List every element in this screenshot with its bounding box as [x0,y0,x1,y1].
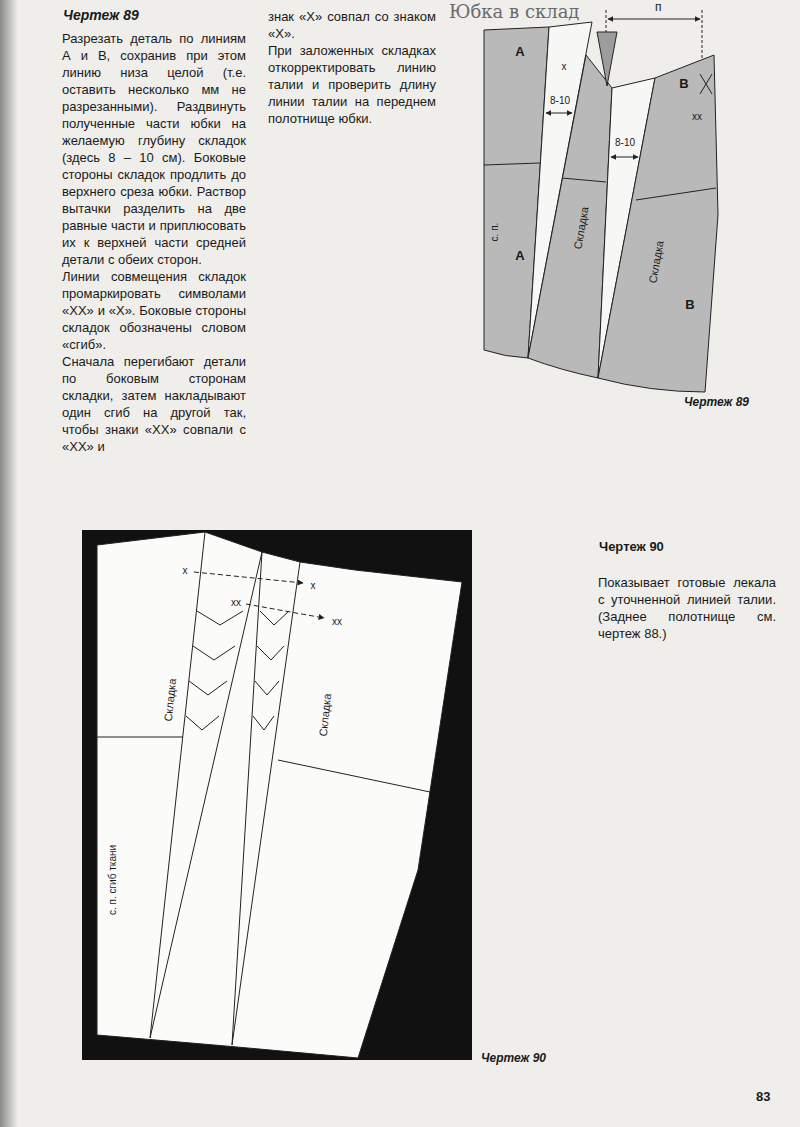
dimension-arrow [611,157,638,158]
pleat-chevron [260,611,289,625]
fold-line [150,552,262,1038]
pleat-chevron [257,646,284,660]
page-number: 83 [755,1090,771,1104]
notch-mark: х [310,580,317,591]
fold-label: Складка [571,205,591,251]
notch-mark: хх [331,616,343,627]
hip-line [562,178,606,182]
hip-line [484,163,540,165]
dimension-arrow [546,113,572,114]
cut-line-letter: A [514,249,525,263]
figure-heading: Чертеж 90 [598,540,665,554]
dart [597,32,617,86]
figure-caption: Чертеж 90 [480,1052,547,1065]
center-front-label: с. п. сгиб ткани [107,844,118,916]
binding-shadow [0,0,18,1127]
dashed-arrow [194,572,303,583]
body-text: Линии совмещения складок промаркировать … [62,268,246,353]
dimension-label: 8-10 [549,95,571,106]
pleat-chevron [197,611,243,625]
body-text: Сначала перегибают детали по боковым сто… [62,353,246,455]
hip-line [636,188,716,200]
notch-mark: х [182,565,189,576]
body-text: При заложенных складках откорректировать… [268,42,436,127]
pattern-piece [97,532,462,1058]
fold-line [150,532,205,1038]
notch-cross [700,74,712,94]
figure-heading: Чертеж 89 [62,8,140,23]
pleat-chevron [193,646,235,660]
text-column: Показывает готовые лекала с уточненной л… [598,574,776,642]
hip-line [278,760,430,792]
pleat-chevron [255,681,279,695]
fold-line [232,562,300,1045]
cut-line-letter: A [514,45,525,59]
text-column: Разрезать деталь по линиям А и В, сохран… [62,30,246,455]
pleat-chevron [186,716,219,730]
body-text: Разрезать деталь по линиям А и В, сохран… [62,30,246,268]
fold-label: Складка [162,677,179,723]
dimension-arrow [608,19,700,20]
pleat-chevron [189,681,227,695]
hip-line [97,737,183,738]
running-head: Юбка в склад [448,2,580,22]
drawing-90 [82,530,472,1060]
dark-ground [82,530,472,1060]
notch-mark: х [561,61,568,72]
drawing-89 [484,10,718,392]
notch-mark: хх [691,111,703,122]
cut-line-letter: B [678,77,689,91]
cut-line-letter: B [684,298,695,312]
extension-line [606,10,607,32]
body-text: Показывает готовые лекала с уточненной л… [598,574,776,642]
text-column: знак «Х» совпал со знаком «Х».При заложе… [268,8,436,127]
fold-label: Складка [317,692,334,738]
pleat-chevron [253,716,274,730]
notch-cross [700,74,712,94]
fold-label: Складка [646,239,666,285]
dimension-label: 8-10 [614,137,636,148]
figure-caption: Чертеж 89 [683,396,750,409]
body-text: знак «Х» совпал со знаком «Х». [268,8,436,42]
dimension-label: п [654,1,663,14]
fold-line [232,552,262,1045]
notch-mark: хх [230,597,242,608]
dashed-arrow [246,604,324,618]
center-front-label: с. п. [489,222,500,243]
skirt-piece [598,55,718,392]
extension-line [702,10,703,60]
skirt-piece [528,55,612,378]
